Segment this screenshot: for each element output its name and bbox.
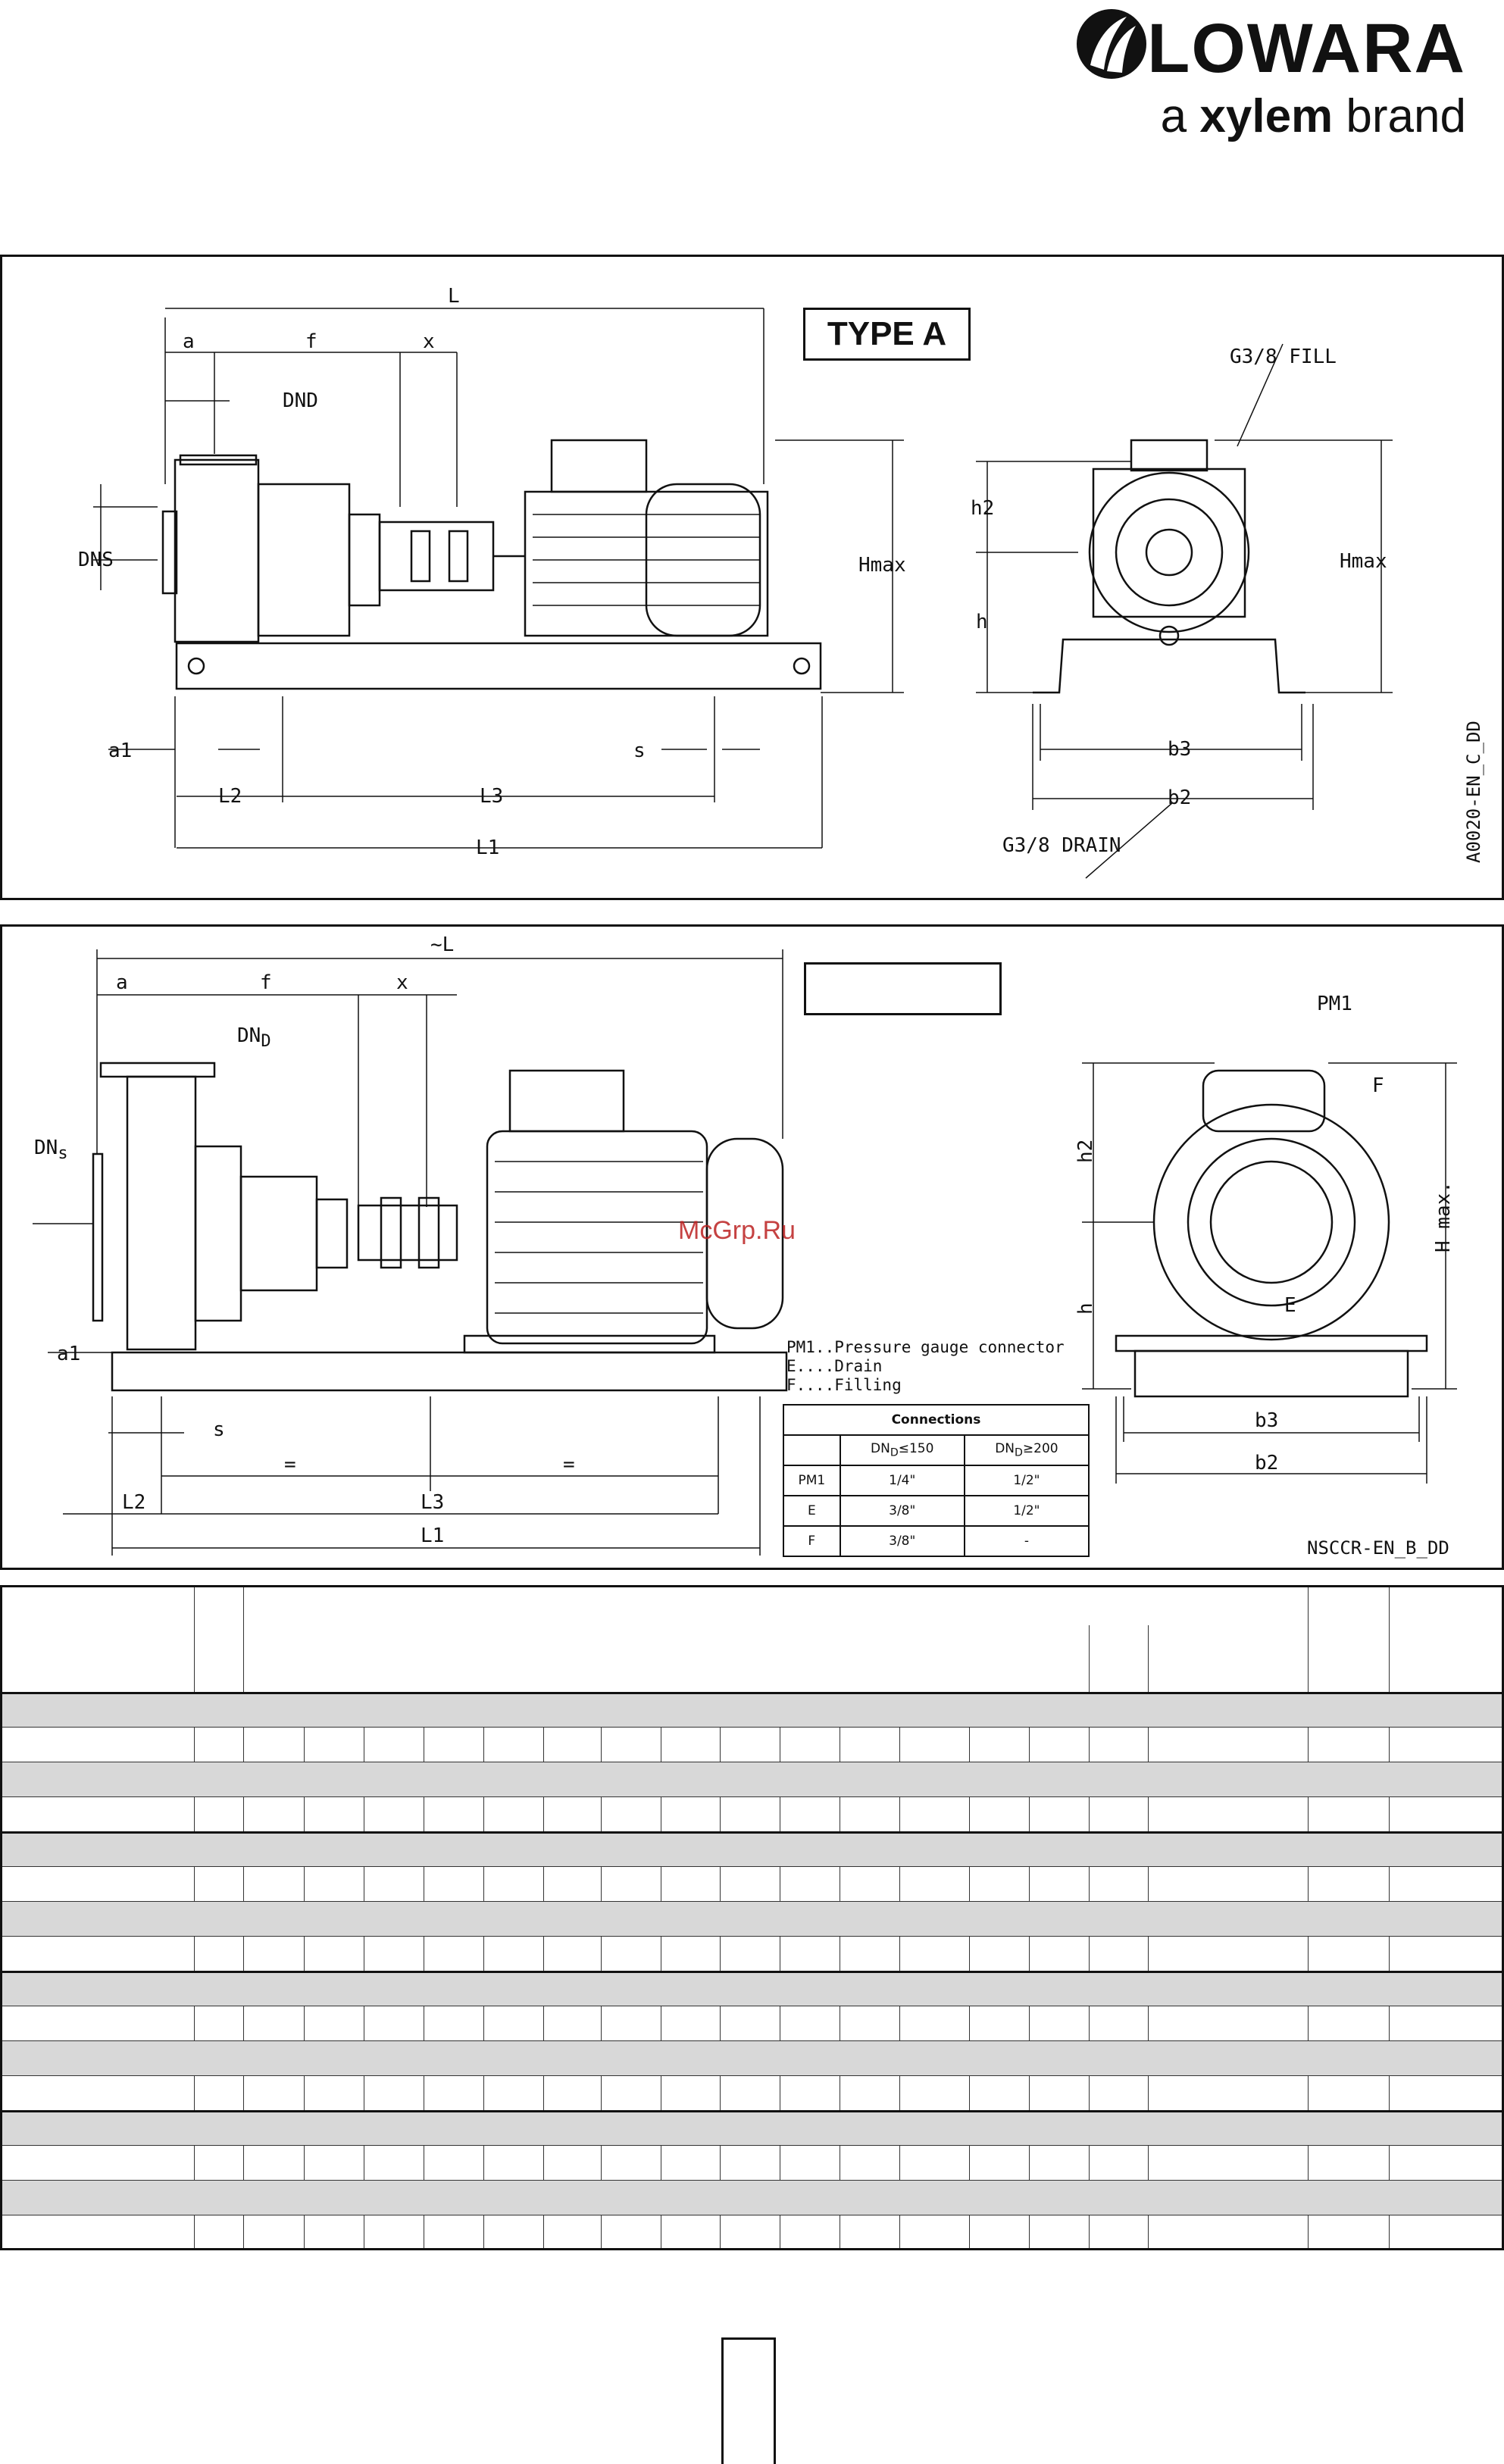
brand-name: LOWARA [1147,10,1466,87]
dim-l2: L2 [122,1491,145,1514]
dim-x: x [396,971,408,994]
drain-label: E [1284,1294,1296,1317]
pm1-label: PM1 [1317,993,1352,1015]
dim-x: x [423,330,435,353]
dim-a: a [116,971,128,994]
dim-h2: h2 [971,497,994,520]
dim-l1: L1 [421,1524,444,1547]
dim-a1: a1 [108,740,132,762]
dim-l: L [448,285,460,308]
type-a-label: TYPE A [803,308,971,361]
dim-h: h [976,611,988,633]
dim-eq-right: = [563,1453,575,1476]
connections-corner [783,1434,841,1466]
dim-a1: a1 [57,1343,80,1365]
dim-f: f [260,971,272,994]
dim-eq-left: = [284,1453,296,1476]
dimension-table [0,1585,1504,2250]
lowara-logo-icon [1077,9,1146,79]
type-b-label [804,962,1002,1015]
dim-a: a [183,330,195,353]
connections-title: Connections [783,1404,1090,1436]
dim-dns: DNS [78,549,114,571]
page-number-box [721,2337,776,2464]
legend-pm1: PM1..Pressure gauge connector [786,1338,1065,1356]
type-b-drawing-panel: ~L a f x DND DNs PM1 F E h2 h H max. a1 … [0,924,1504,1570]
dim-h2: h2 [1074,1140,1097,1163]
dim-dnd: DND [237,1024,271,1051]
dim-l3: L3 [421,1491,444,1514]
type-b-drawing: ~L a f x DND DNs PM1 F E h2 h H max. a1 … [33,933,1457,1556]
dim-hmax-front: Hmax [858,554,906,577]
connections-legend: PM1..Pressure gauge connector E....Drain… [786,1338,1065,1395]
dim-b3: b3 [1168,738,1191,761]
legend-e: E....Drain [786,1357,883,1375]
dim-b2: b2 [1168,786,1191,809]
brand-subtitle: a xylem brand [1160,90,1466,142]
type-a-code: A0020-EN_C_DD [1463,721,1484,863]
dim-b2: b2 [1255,1452,1278,1474]
drain-label: G3/8 DRAIN [1002,834,1121,857]
dim-b3: b3 [1255,1409,1278,1432]
dim-f: f [305,330,317,353]
dim-dnd: DND [283,389,318,412]
dim-s: s [633,740,646,762]
type-b-code: NSCCR-EN_B_DD [1307,1537,1449,1559]
dim-l1: L1 [476,836,499,859]
dim-hmax-side: Hmax [1340,550,1387,573]
watermark: McGrp.Ru [678,1216,796,1245]
connections-col2: DND≥200 [963,1434,1090,1466]
dim-dns: DNs [34,1137,68,1163]
dim-h: h [1074,1302,1097,1315]
dim-l2: L2 [218,785,242,808]
dim-hmax: H max. [1432,1181,1455,1252]
legend-f: F....Filling [786,1376,902,1394]
type-a-drawing: L a f x DND DNS Hmax h2 h Hmax a1 s L2 L… [78,285,1393,879]
dim-l3: L3 [480,785,503,808]
brand-header: LOWARA a xylem brand [1072,0,1466,152]
connections-col1: DND≤150 [839,1434,965,1466]
type-a-drawing-panel: L a f x DND DNS Hmax h2 h Hmax a1 s L2 L… [0,255,1504,900]
fill-label: F [1372,1074,1384,1097]
dim-approx-l: ~L [430,933,454,956]
fill-label: G3/8 FILL [1230,346,1337,368]
dim-s: s [213,1418,225,1441]
